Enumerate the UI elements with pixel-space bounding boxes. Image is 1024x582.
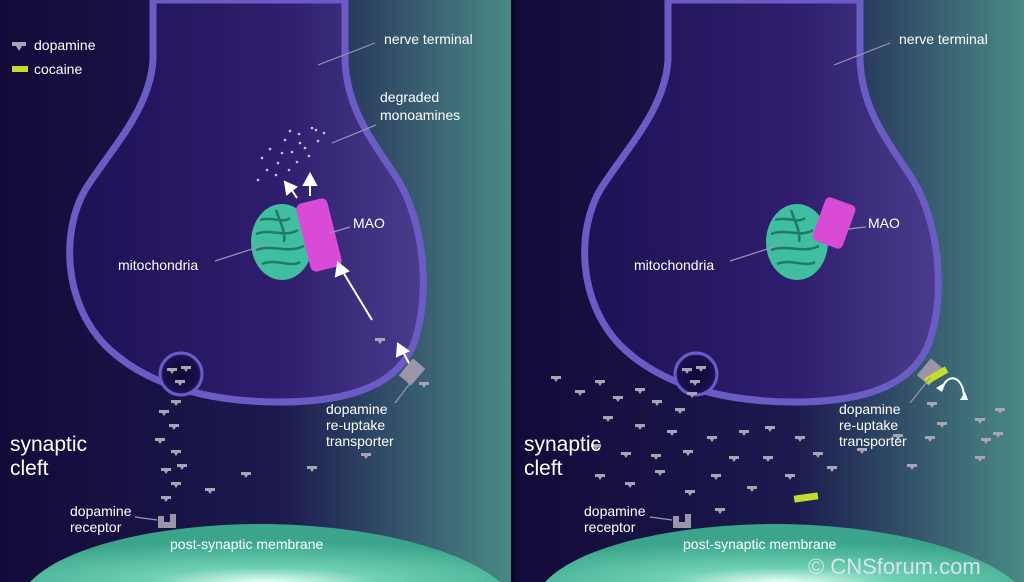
left-cleft-label-2: cleft (10, 457, 49, 480)
left-nerve-terminal (66, 0, 427, 406)
dopamine-legend-icon (12, 42, 26, 51)
right-mitochondria-label: mitochondria (634, 257, 714, 273)
right-cleft-label-1: synaptic (524, 433, 601, 456)
left-receptor-label-2: receptor (70, 519, 122, 535)
left-post-synaptic-membrane (30, 524, 500, 582)
right-receptor-label-1: dopamine (584, 503, 646, 519)
right-transporter-label-1: dopamine (839, 401, 901, 417)
left-dopamine-receptor (158, 514, 176, 528)
left-mao-label: MAO (353, 215, 385, 231)
right-nerve-terminal (581, 0, 942, 406)
left-mao (296, 198, 342, 272)
left-transporter-label-1: dopamine (326, 401, 388, 417)
left-nerve-terminal-label: nerve terminal (384, 31, 473, 47)
right-membrane-label: post-synaptic membrane (683, 536, 837, 552)
right-nerve-terminal-label: nerve terminal (899, 31, 988, 47)
blocked-arrowhead (960, 392, 968, 400)
left-transporter-label-3: transporter (326, 433, 394, 449)
left-panel (30, 0, 500, 582)
legend: dopamine cocaine (12, 37, 96, 77)
left-transporter-label-2: re-uptake (326, 417, 385, 433)
legend-dopamine-label: dopamine (34, 37, 96, 53)
left-synaptic-vesicle (158, 351, 204, 397)
reuptake-arrows (283, 171, 411, 366)
right-transporter-label-2: re-uptake (839, 417, 898, 433)
degraded-monoamines-dots (256, 126, 326, 182)
cocaine-blocking-transporter (924, 366, 949, 385)
right-dopamine-receptor (673, 514, 691, 528)
left-degraded-label-1: degraded (380, 89, 439, 105)
blocked-arrow (943, 377, 965, 399)
copyright-text: © CNSforum.com (808, 554, 981, 579)
cocaine-legend-icon (12, 66, 28, 72)
cocaine-molecule (793, 492, 819, 503)
left-mitochondria-label: mitochondria (118, 257, 198, 273)
right-mao (812, 197, 856, 249)
right-transporter-label-3: transporter (839, 433, 907, 449)
left-leader-lines (134, 42, 415, 521)
panel-divider (511, 0, 514, 582)
legend-cocaine-label: cocaine (34, 61, 82, 77)
right-synaptic-vesicle (673, 351, 719, 397)
right-receptor-label-2: receptor (584, 519, 636, 535)
right-cleft-label-2: cleft (524, 457, 563, 480)
left-cleft-label-1: synaptic (10, 433, 87, 456)
right-mitochondria (764, 202, 830, 282)
right-panel (545, 0, 1015, 582)
right-mao-label: MAO (868, 215, 900, 231)
left-membrane-label: post-synaptic membrane (170, 536, 324, 552)
left-receptor-label-1: dopamine (70, 503, 132, 519)
right-post-synaptic-membrane (545, 524, 1015, 582)
left-reuptake-transporter (398, 358, 426, 386)
right-reuptake-transporter (916, 358, 944, 386)
right-leader-lines (649, 42, 931, 521)
left-degraded-label-2: monoamines (380, 107, 460, 123)
